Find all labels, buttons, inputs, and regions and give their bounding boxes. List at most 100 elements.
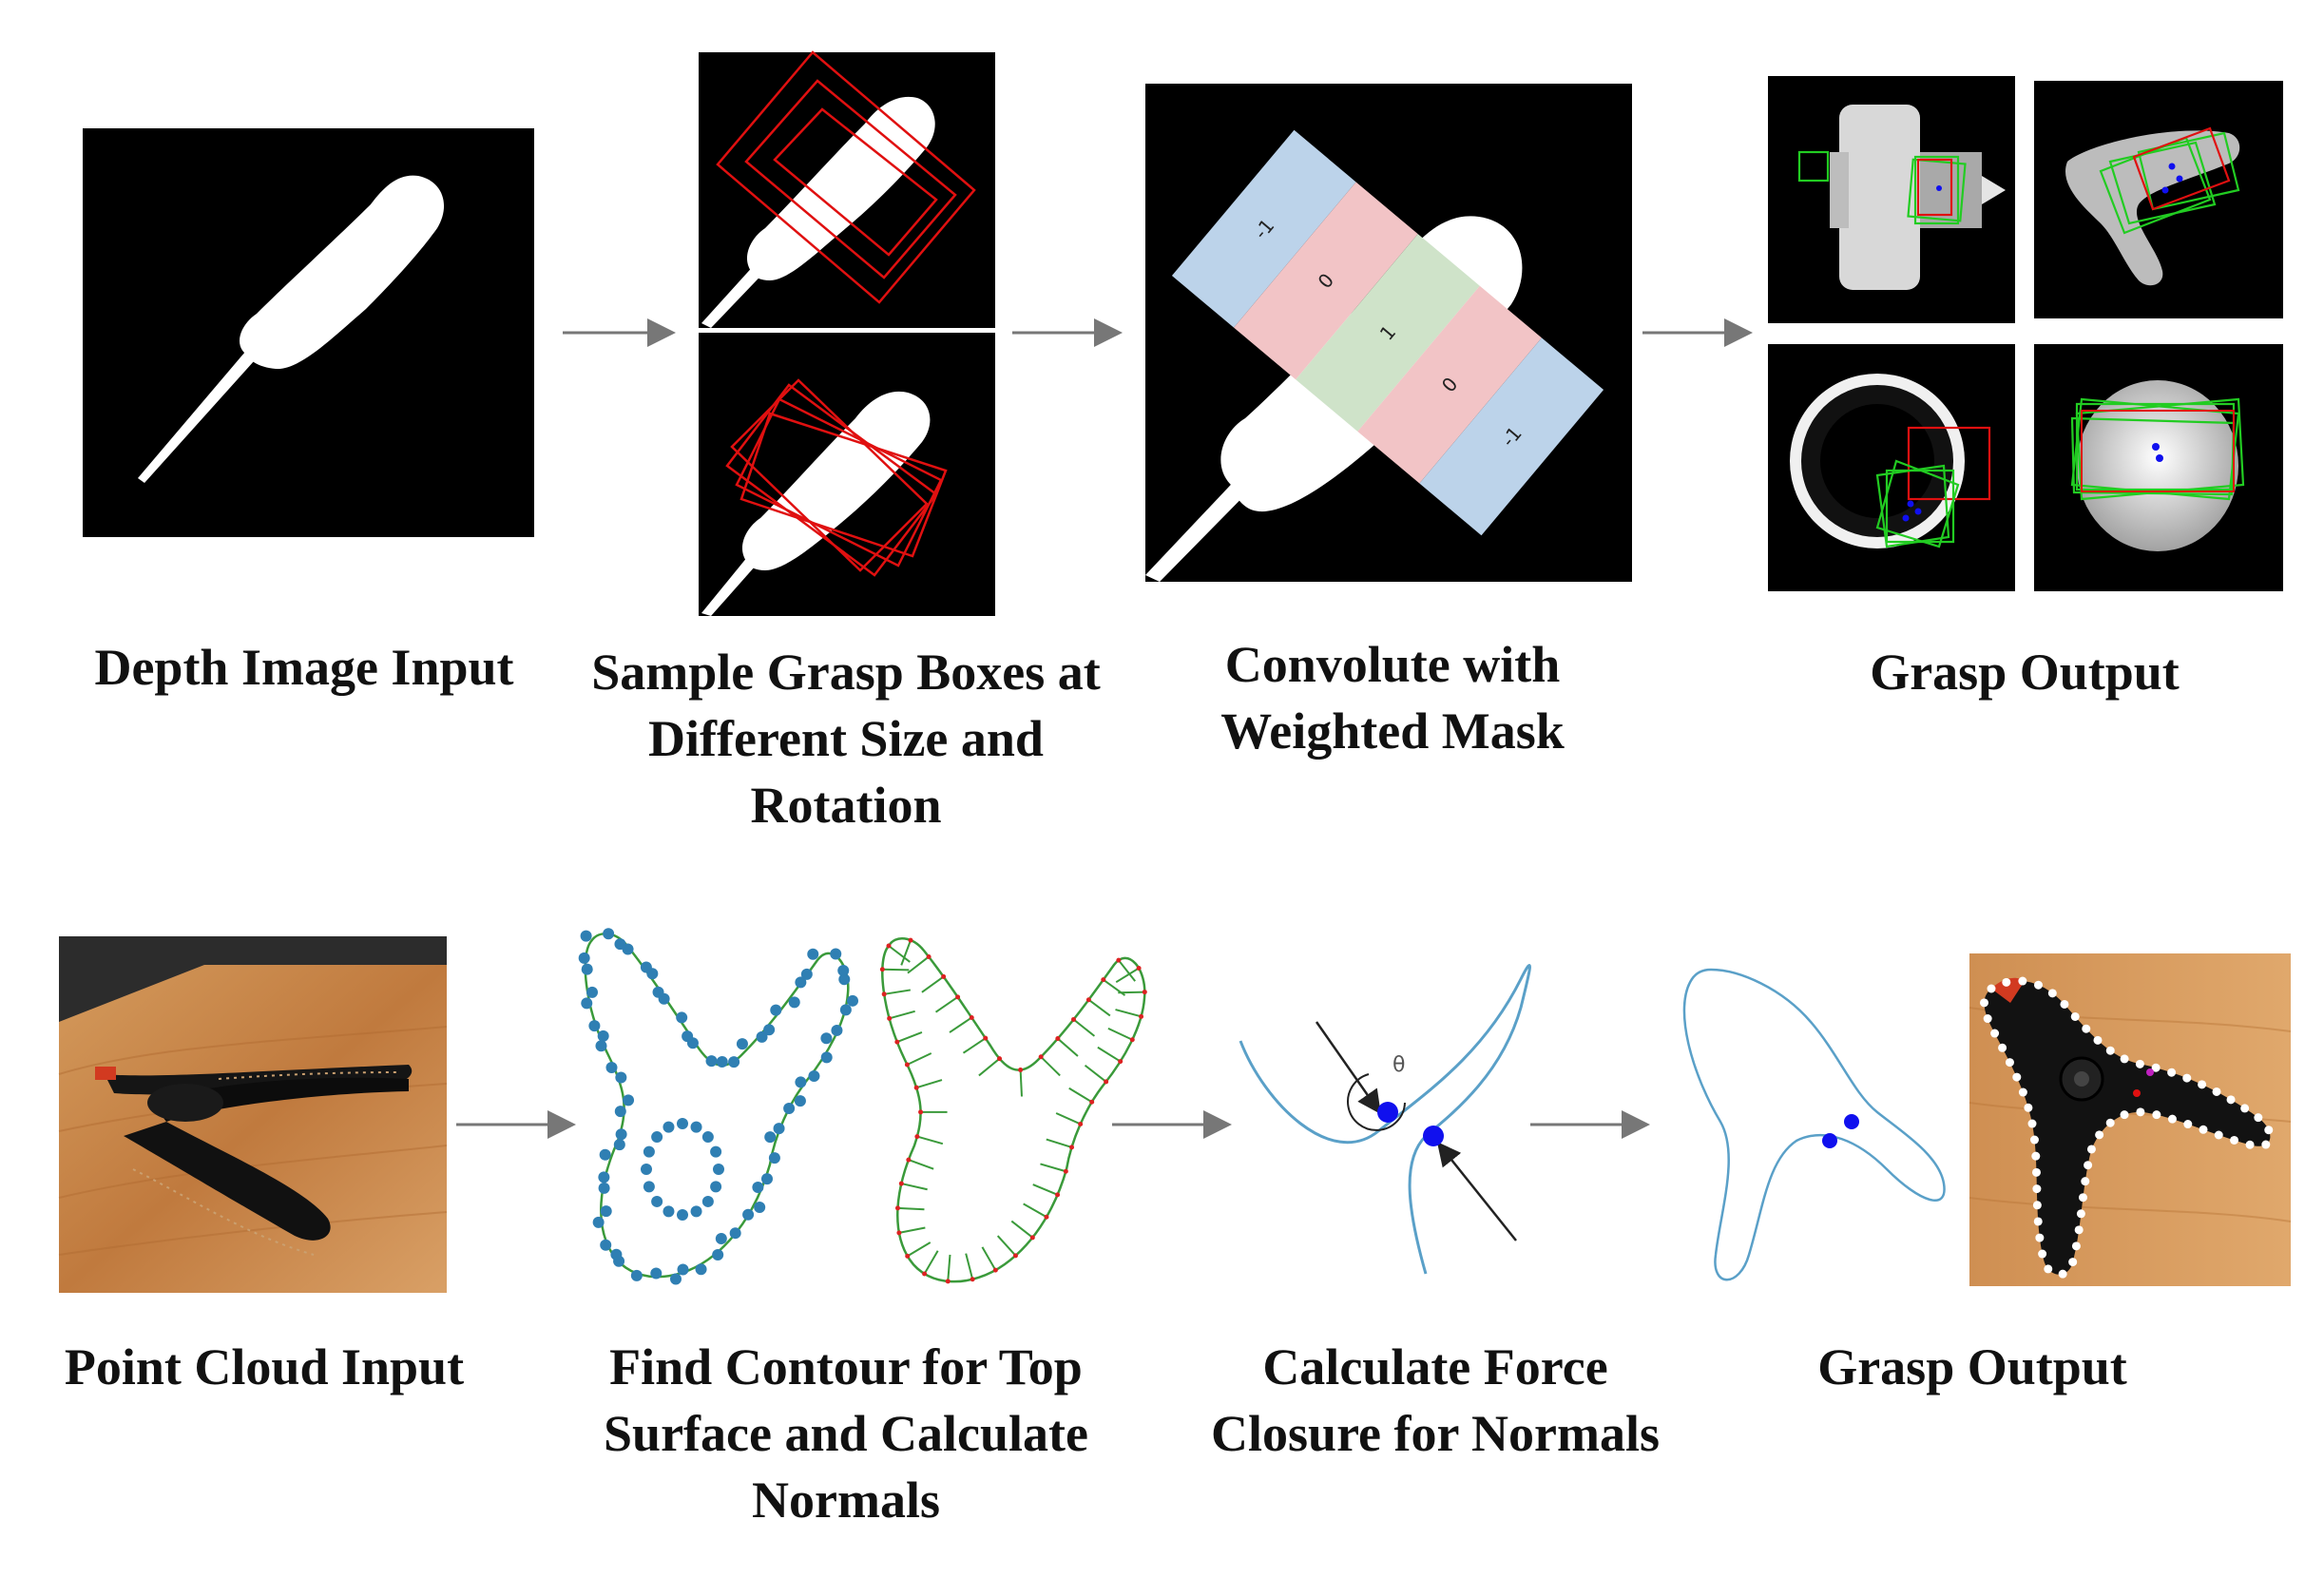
contour-point <box>2035 1233 2045 1242</box>
contour-point <box>2095 1130 2104 1140</box>
mask-band <box>1234 182 1418 380</box>
normal-vector <box>907 955 930 974</box>
caption-line: Sample Grasp Boxes at <box>591 644 1101 701</box>
normal-base-point <box>1116 957 1122 963</box>
contour-point <box>663 1205 675 1218</box>
contour-point <box>2230 1135 2239 1145</box>
normal-vector <box>1097 1046 1122 1063</box>
contour-point <box>710 1181 722 1193</box>
mask-band <box>1357 285 1542 484</box>
contour-point <box>2084 1161 2093 1170</box>
contour-point <box>597 1030 609 1042</box>
contour-point <box>599 1148 611 1161</box>
caption-line: Point Cloud Input <box>64 1338 465 1395</box>
contour-point <box>1983 1014 1992 1024</box>
contour-point <box>2032 1201 2042 1210</box>
contour-point <box>2081 1177 2090 1186</box>
contour-point <box>701 1195 714 1207</box>
contour-point <box>847 994 859 1007</box>
contour-point <box>705 1055 718 1068</box>
normal-vector <box>1118 959 1137 982</box>
contour-point <box>2071 1241 2081 1251</box>
contour-point <box>677 1209 688 1221</box>
point-cloud-panel <box>58 936 448 1293</box>
contour-point <box>728 1056 740 1068</box>
contour-point <box>669 1273 682 1285</box>
contour-point <box>600 1239 612 1251</box>
normal-vector <box>921 975 945 993</box>
normal-vector <box>908 1159 934 1170</box>
contour-point <box>615 1071 627 1084</box>
contour-point <box>2105 1118 2115 1127</box>
contour-point <box>768 1152 780 1164</box>
contour-point <box>820 1051 833 1064</box>
normal-base-point <box>945 1279 951 1284</box>
normal-vector <box>907 1052 932 1066</box>
contour-point <box>641 1164 652 1175</box>
normal-base-point <box>1055 1036 1061 1042</box>
normal-vector <box>897 1206 925 1211</box>
contour-point <box>830 948 842 960</box>
normal-vector <box>1087 998 1111 1017</box>
contour-point <box>701 1131 714 1144</box>
contour-point <box>2074 1225 2084 1235</box>
normal-base-point <box>886 943 892 949</box>
contour-point <box>2024 1103 2033 1112</box>
contour-point <box>605 1061 618 1073</box>
mask-band <box>1419 337 1604 536</box>
normal-base-point <box>908 937 913 943</box>
normal-vector <box>949 1016 972 1033</box>
contour-point-set <box>578 928 859 1285</box>
contour-point <box>2078 1193 2087 1203</box>
normal-base-point <box>1104 1079 1109 1085</box>
contour-point <box>807 948 819 960</box>
normal-vector <box>889 1010 915 1020</box>
normal-base-point <box>894 1205 900 1211</box>
contour-point <box>2226 1095 2236 1105</box>
contour-point <box>2245 1140 2255 1149</box>
contour-point <box>651 1195 663 1207</box>
normal-vector <box>1046 1138 1072 1148</box>
normal-base-point <box>970 1277 975 1282</box>
normal-vector <box>1057 1037 1079 1057</box>
normal-vector <box>978 1057 1001 1077</box>
contour-point <box>837 965 850 977</box>
normal-base-point <box>894 1039 900 1045</box>
caption-line: Depth Image Input <box>94 639 514 696</box>
contour-point <box>763 1024 776 1036</box>
normal-base-point <box>1085 997 1091 1003</box>
contour-point <box>754 1201 766 1213</box>
caption-line: Normals <box>752 1472 940 1529</box>
mask-band <box>1171 129 1356 328</box>
contour-point <box>729 1227 741 1240</box>
contour-point <box>2093 1035 2103 1045</box>
contour-point <box>2182 1073 2192 1083</box>
contour-point <box>2120 1110 2129 1120</box>
contour-point <box>795 976 807 989</box>
contour-point <box>2135 1059 2144 1068</box>
contour-point <box>808 1070 820 1083</box>
grasp-output-photo <box>1969 953 2292 1286</box>
normal-base-point <box>983 1035 989 1041</box>
contour-point <box>710 1145 722 1158</box>
normal-vector <box>1023 1203 1047 1219</box>
normal-base-point <box>1070 1016 1076 1022</box>
caption-line: Different Size and <box>648 710 1044 767</box>
contour-point <box>756 1030 768 1043</box>
normal-base-point <box>1012 1253 1018 1259</box>
contour-point <box>1998 1043 2007 1052</box>
contour-point <box>2070 1011 2080 1021</box>
contact-point <box>1844 1114 1859 1129</box>
contour-point <box>2183 1120 2193 1129</box>
contour-point <box>650 1267 663 1280</box>
contour-point <box>2151 1063 2161 1072</box>
inner-point-set <box>641 1118 724 1221</box>
normal-base-point <box>1044 1214 1049 1220</box>
normal-base-point <box>918 1109 924 1115</box>
contour-point <box>663 1121 675 1133</box>
normal-base-point <box>1018 1068 1024 1073</box>
